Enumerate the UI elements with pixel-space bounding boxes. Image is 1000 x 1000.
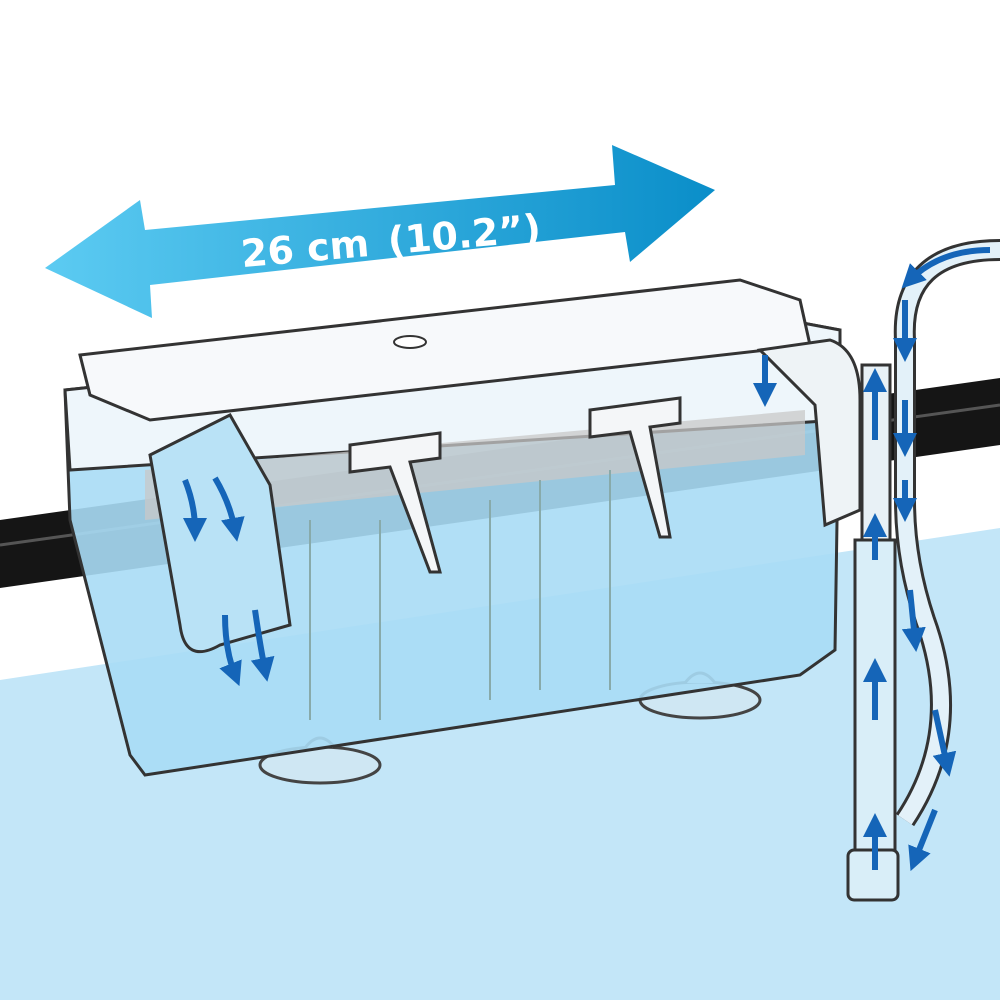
media-handles — [348, 396, 682, 574]
outlet-spout — [148, 413, 292, 654]
intake-housing — [756, 338, 862, 528]
flow-arrows — [182, 247, 991, 872]
lid-hole — [393, 335, 427, 349]
media-dividers — [309, 470, 611, 720]
double-arrow-icon — [45, 145, 715, 318]
